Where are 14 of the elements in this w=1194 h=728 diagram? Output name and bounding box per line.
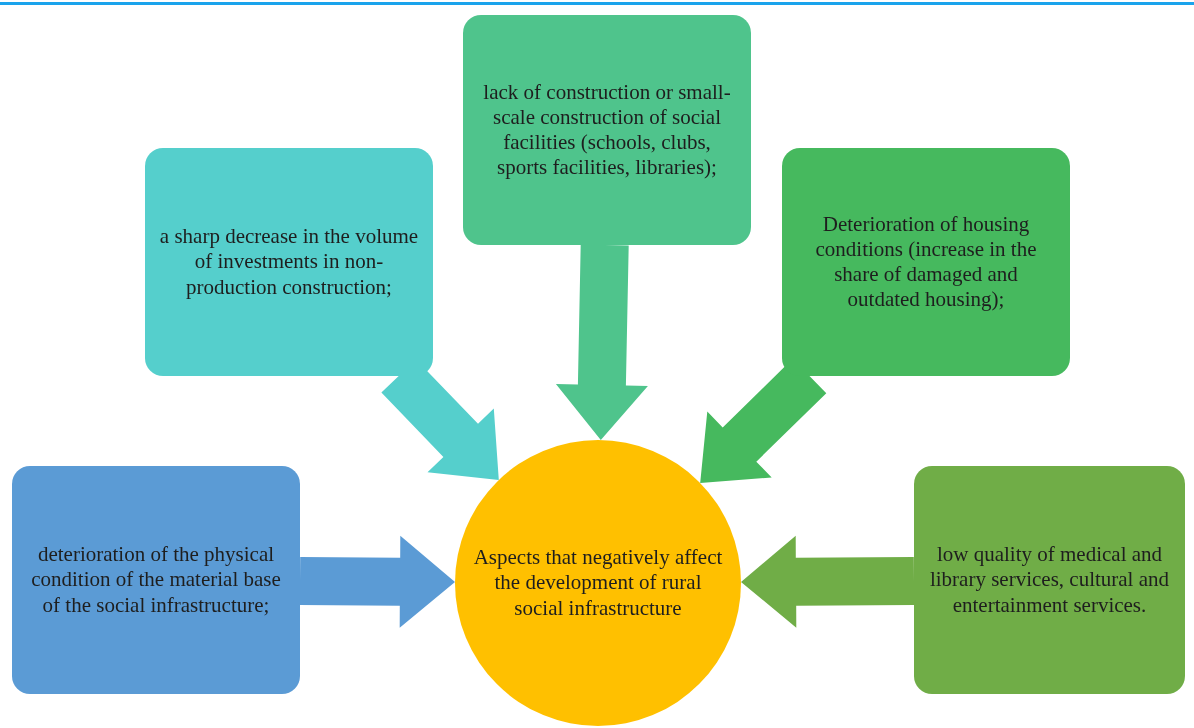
aspect-box	[914, 466, 1185, 694]
block-arrow	[555, 244, 648, 440]
aspect-box	[145, 148, 433, 376]
aspect-box	[12, 466, 300, 694]
aspect-box	[463, 15, 751, 245]
node-text: deterioration of the physical condition of the material base of the social infrastructure;	[30, 542, 282, 618]
node-text: lack of construction or small-scale construction of social facilities (schools, clubs, sports facilities, libraries);	[482, 79, 732, 181]
block-arrow	[741, 535, 915, 628]
node-text: Aspects that negatively affect the development of rural social infrastructure	[472, 545, 724, 621]
block-arrow	[299, 535, 455, 628]
node-text: low quality of medical and library services, cultural and entertainment services.	[928, 542, 1171, 618]
aspect-box	[782, 148, 1070, 376]
node-text: Deterioration of housing conditions (increase in the share of damaged and outdated housing);	[814, 211, 1038, 313]
node-text: a sharp decrease in the volume of investments in non-production construction;	[159, 224, 419, 300]
